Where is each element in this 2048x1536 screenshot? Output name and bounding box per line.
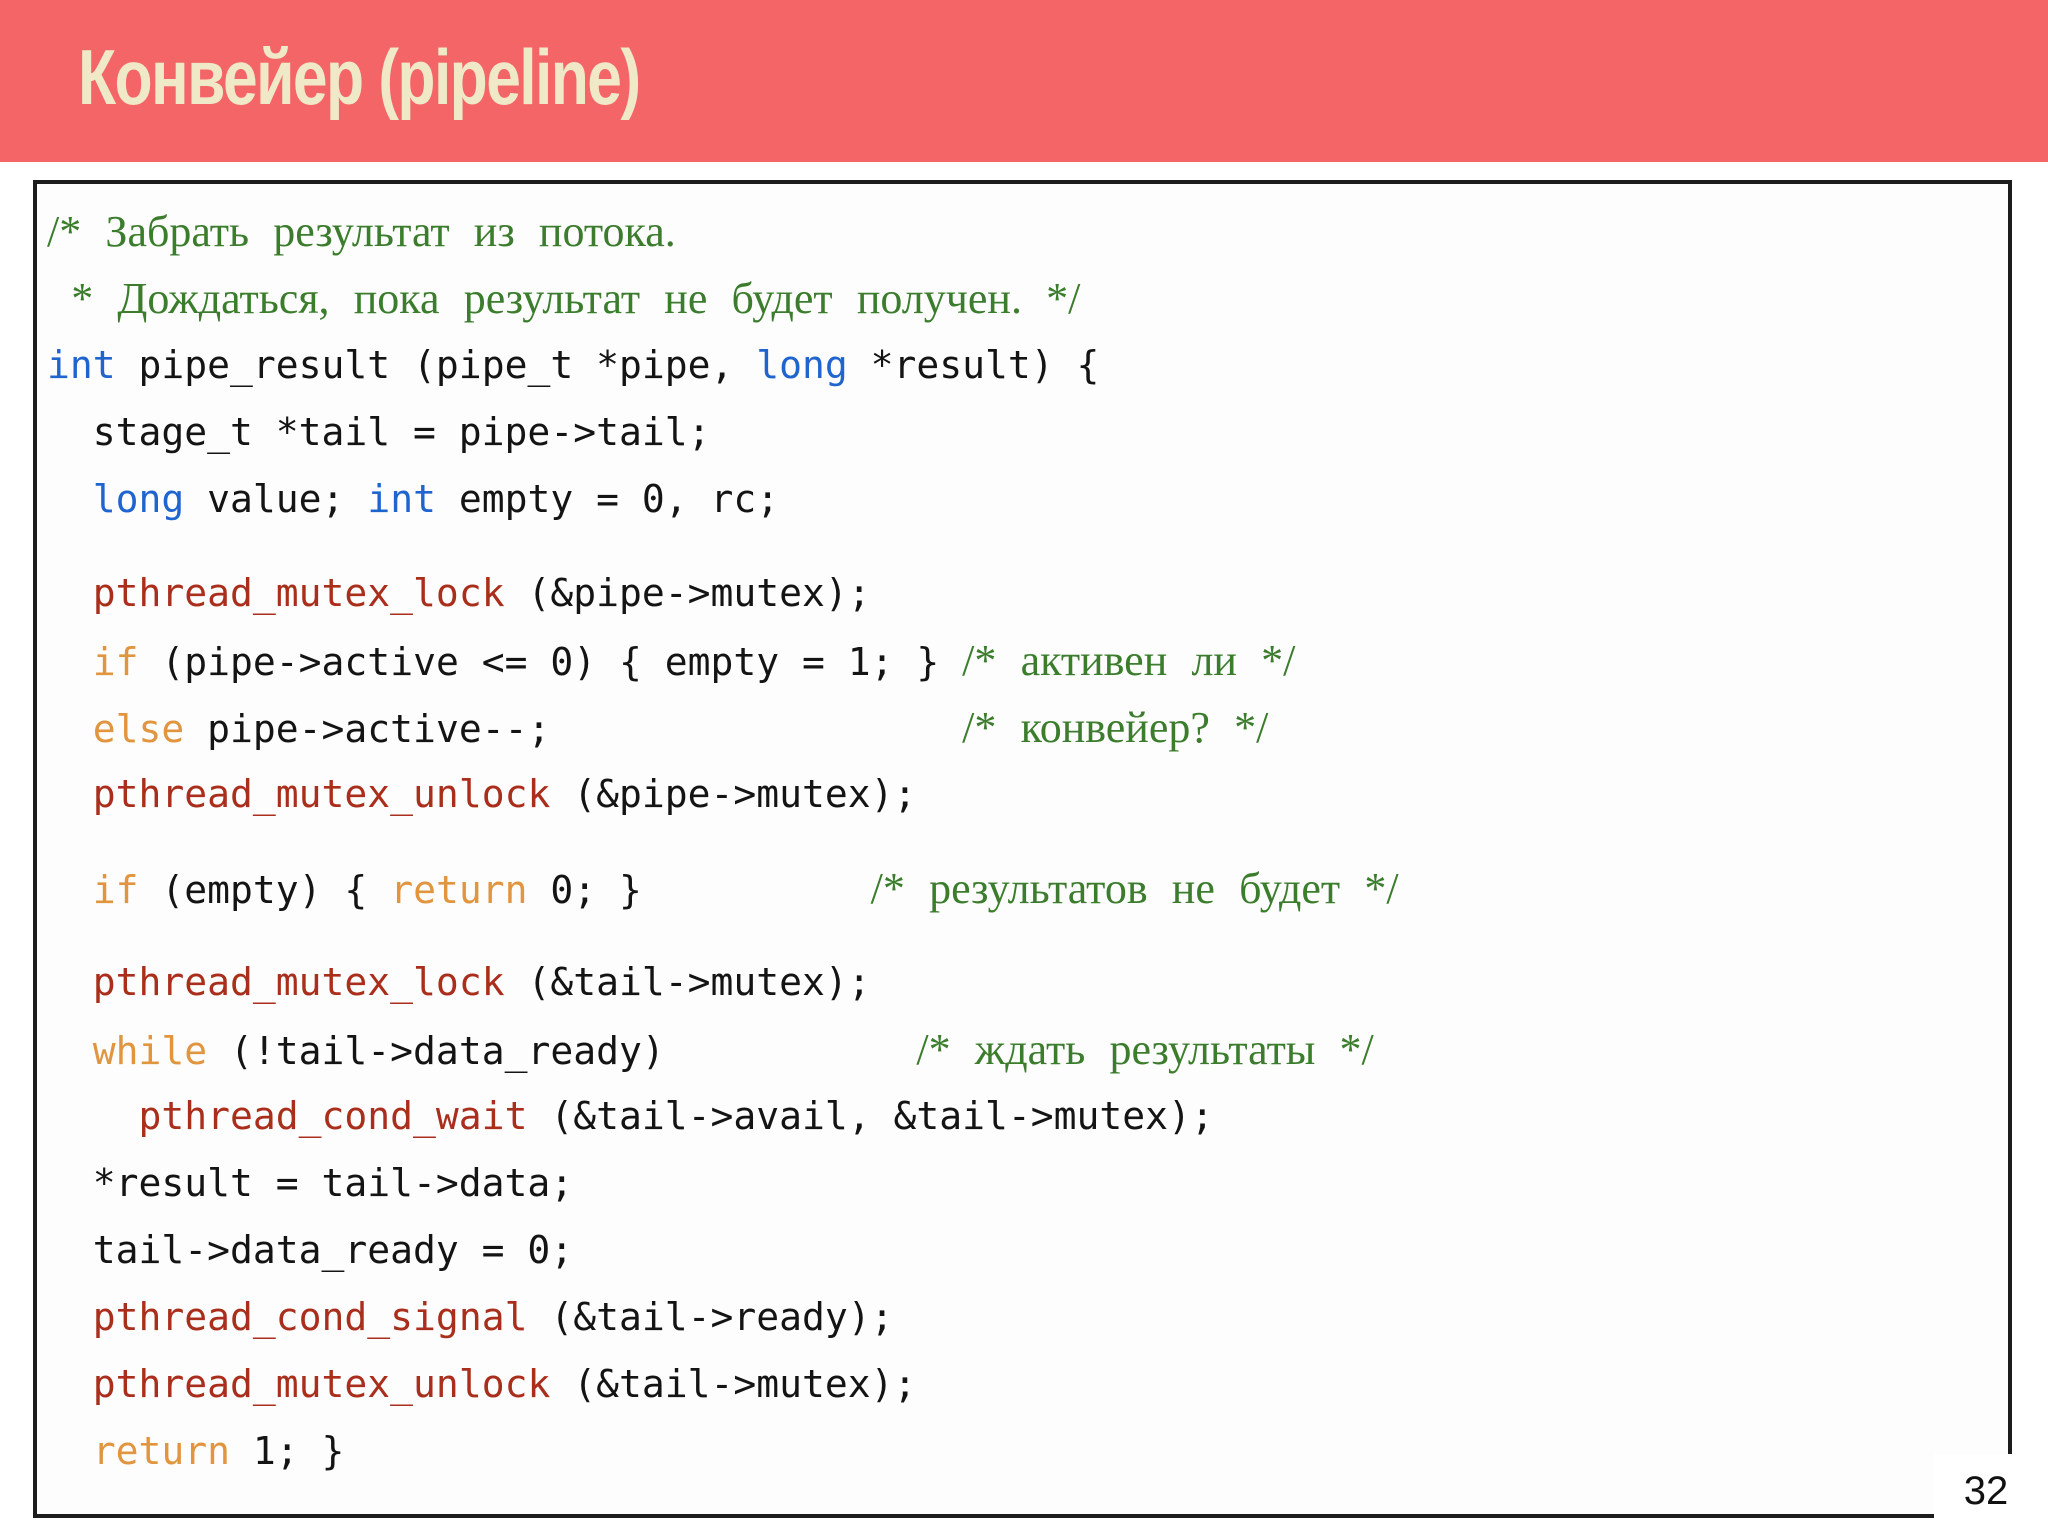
code-line: pthread_mutex_lock (&pipe->mutex); [47, 560, 2004, 627]
code-line: if (pipe->active <= 0) { empty = 1; } /*… [47, 627, 2004, 694]
code-segment: pthread_mutex_unlock [92, 1362, 551, 1406]
code-segment: while [92, 1029, 208, 1073]
code-line: pthread_cond_signal (&tail->ready); [47, 1284, 2004, 1351]
code-segment: (&tail->ready); [527, 1295, 894, 1339]
code-comment: /* ждать результаты */ [916, 1025, 1374, 1074]
code-segment [47, 477, 93, 521]
code-segment: (&tail->avail, &tail->mutex); [527, 1094, 1214, 1138]
code-segment: long [92, 477, 185, 521]
code-segment: else [92, 707, 185, 751]
code-segment: return [390, 868, 528, 912]
code-panel: /* Забрать результат из потока. * Дождат… [33, 180, 2012, 1518]
code-segment: (&tail->mutex); [550, 1362, 917, 1406]
code-segment: return [92, 1429, 231, 1473]
code-segment: (&pipe->mutex); [504, 571, 871, 615]
code-block: /* Забрать результат из потока. * Дождат… [47, 198, 2004, 1510]
code-line: pthread_mutex_lock (&tail->mutex); [47, 949, 2004, 1016]
code-segment: pipe_result (pipe_t *pipe, [115, 343, 757, 387]
code-line: * Дождаться, пока результат не будет пол… [47, 265, 2004, 332]
code-line: int pipe_result (pipe_t *pipe, long *res… [47, 332, 2004, 399]
code-segment [47, 640, 93, 684]
code-comment: /* конвейер? */ [962, 703, 1269, 752]
code-comment: /* результатов не будет */ [870, 864, 1399, 913]
code-segment [47, 571, 93, 615]
code-segment: *result = tail->data; [47, 1161, 574, 1205]
code-segment: empty = 0, rc; [435, 477, 780, 521]
code-segment: tail->data_ready = 0; [47, 1228, 574, 1272]
code-segment [47, 1295, 93, 1339]
code-segment [47, 868, 93, 912]
code-segment: (empty) { [138, 868, 391, 912]
code-segment: 1; } [230, 1429, 345, 1473]
code-line: *result = tail->data; [47, 1150, 2004, 1217]
code-segment: pthread_mutex_lock [92, 571, 505, 615]
slide-header: Конвейер (pipeline) [0, 0, 2048, 162]
code-segment [47, 1362, 93, 1406]
code-segment: *result) { [847, 343, 1100, 387]
code-segment [47, 772, 93, 816]
code-line: stage_t *tail = pipe->tail; [47, 399, 2004, 466]
code-line: return 1; } [47, 1418, 2004, 1485]
code-segment: (&pipe->mutex); [550, 772, 917, 816]
code-segment: (!tail->data_ready) [207, 1029, 917, 1073]
code-segment [47, 1429, 93, 1473]
code-line: /* Забрать результат из потока. [47, 198, 2004, 265]
code-segment: pthread_cond_wait [138, 1094, 528, 1138]
code-segment: int [47, 343, 116, 387]
code-segment: pipe->active--; [184, 707, 963, 751]
code-segment: if [92, 868, 139, 912]
slide-title: Конвейер (pipeline) [78, 32, 641, 121]
code-line: pthread_mutex_unlock (&pipe->mutex); [47, 761, 2004, 828]
code-line: long value; int empty = 0, rc; [47, 466, 2004, 533]
code-line: if (empty) { return 0; } /* результатов … [47, 855, 2004, 922]
code-segment: int [367, 477, 436, 521]
code-comment: /* активен ли */ [962, 636, 1296, 685]
code-comment: * Дождаться, пока результат не будет пол… [47, 274, 1081, 323]
code-segment [47, 960, 93, 1004]
code-segment: pthread_mutex_lock [92, 960, 505, 1004]
code-line: pthread_cond_wait (&tail->avail, &tail->… [47, 1083, 2004, 1150]
code-segment [47, 1094, 139, 1138]
code-comment: /* Забрать результат из потока. [47, 207, 676, 256]
code-line: tail->data_ready = 0; [47, 1217, 2004, 1284]
code-line: pthread_mutex_unlock (&tail->mutex); [47, 1351, 2004, 1418]
code-segment [47, 707, 93, 751]
page-number: 32 [1934, 1454, 2038, 1528]
code-segment: pthread_cond_signal [92, 1295, 528, 1339]
code-line: else pipe->active--; /* конвейер? */ [47, 694, 2004, 761]
code-segment [47, 1029, 93, 1073]
code-segment: stage_t *tail = pipe->tail; [47, 410, 711, 454]
code-line: while (!tail->data_ready) /* ждать резул… [47, 1016, 2004, 1083]
code-segment: if [92, 640, 139, 684]
code-segment: value; [184, 477, 368, 521]
code-segment: (pipe->active <= 0) { empty = 1; } [138, 640, 963, 684]
code-segment: pthread_mutex_unlock [92, 772, 551, 816]
code-segment: (&tail->mutex); [504, 960, 871, 1004]
code-segment: long [756, 343, 848, 387]
code-segment: 0; } [527, 868, 871, 912]
